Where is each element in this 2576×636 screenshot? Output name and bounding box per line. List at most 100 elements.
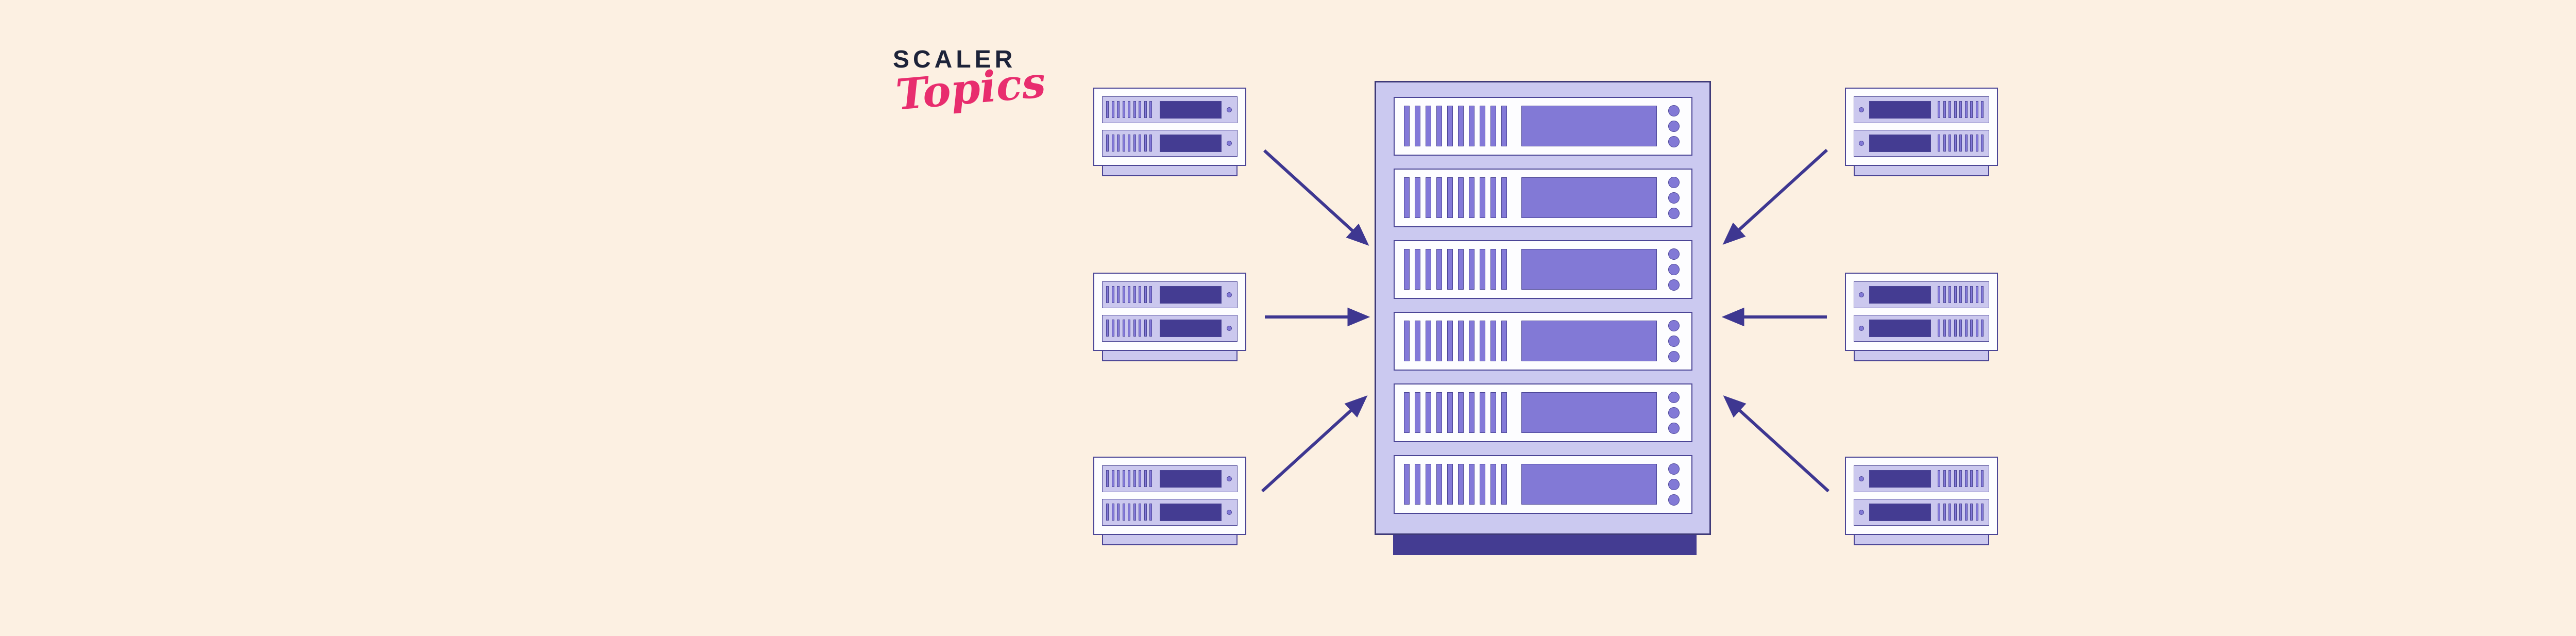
vent-stripe bbox=[1128, 286, 1130, 303]
led-indicator bbox=[1668, 351, 1680, 362]
vent-stripe bbox=[1490, 106, 1496, 146]
vent-stripe bbox=[1948, 286, 1951, 303]
vent-stripe bbox=[1490, 464, 1496, 505]
vent-stripe bbox=[1139, 135, 1141, 152]
vent-stripe bbox=[1447, 392, 1453, 433]
vent-stripes bbox=[1106, 504, 1152, 521]
vent-stripe bbox=[1501, 464, 1507, 505]
vent-stripe bbox=[1404, 321, 1410, 361]
display-panel bbox=[1869, 320, 1931, 337]
vent-stripe bbox=[1133, 135, 1136, 152]
vent-stripe bbox=[1426, 106, 1431, 146]
vent-stripe bbox=[1975, 101, 1978, 118]
vent-stripe bbox=[1404, 464, 1410, 505]
vent-stripe bbox=[1970, 286, 1973, 303]
vent-stripe bbox=[1111, 286, 1114, 303]
led-indicator bbox=[1227, 107, 1232, 112]
vent-stripe bbox=[1128, 101, 1130, 118]
vent-stripe bbox=[1149, 320, 1152, 337]
vent-stripe bbox=[1501, 249, 1507, 290]
led-column bbox=[1668, 177, 1680, 219]
vent-stripe bbox=[1128, 470, 1130, 487]
vent-stripe bbox=[1501, 321, 1507, 361]
vent-stripes bbox=[1404, 249, 1507, 290]
display-panel bbox=[1869, 286, 1931, 304]
unit-base bbox=[1102, 165, 1238, 176]
vent-stripe bbox=[1469, 106, 1475, 146]
led-column bbox=[1668, 248, 1680, 291]
vent-stripe bbox=[1436, 249, 1442, 290]
vent-stripe bbox=[1436, 464, 1442, 505]
vent-stripe bbox=[1964, 286, 1968, 303]
led-indicator bbox=[1859, 141, 1864, 146]
vent-stripe bbox=[1490, 249, 1496, 290]
rack-server-slat bbox=[1394, 240, 1692, 299]
led-indicator bbox=[1668, 248, 1680, 260]
unit-chassis bbox=[1845, 457, 1998, 535]
vent-stripe bbox=[1959, 286, 1962, 303]
vent-stripe bbox=[1415, 106, 1420, 146]
vent-stripe bbox=[1490, 392, 1496, 433]
vent-stripe bbox=[1139, 320, 1141, 337]
server-rack bbox=[1375, 81, 1711, 535]
vent-stripe bbox=[1970, 101, 1973, 118]
led-indicator bbox=[1668, 177, 1680, 188]
vent-stripe bbox=[1436, 321, 1442, 361]
vent-stripe bbox=[1133, 101, 1136, 118]
led-column bbox=[1668, 320, 1680, 362]
unit-chassis bbox=[1093, 88, 1246, 166]
vent-stripes bbox=[1938, 470, 1984, 487]
vent-stripe bbox=[1469, 177, 1475, 218]
vent-stripes bbox=[1938, 286, 1984, 303]
vent-stripe bbox=[1144, 101, 1147, 118]
vent-stripe bbox=[1948, 470, 1951, 487]
vent-stripe bbox=[1469, 321, 1475, 361]
led-indicator bbox=[1668, 336, 1680, 347]
vent-stripe bbox=[1139, 286, 1141, 303]
vent-stripe bbox=[1447, 321, 1453, 361]
vent-stripe bbox=[1111, 135, 1114, 152]
vent-stripe bbox=[1139, 470, 1141, 487]
vent-stripe bbox=[1959, 320, 1962, 337]
vent-stripe bbox=[1480, 177, 1485, 218]
led-column bbox=[1668, 105, 1680, 147]
scaler-topics-logo: SCALER Topics bbox=[893, 47, 1047, 121]
display-panel bbox=[1521, 464, 1657, 505]
server-slat bbox=[1102, 130, 1238, 157]
vent-stripes bbox=[1404, 464, 1507, 505]
vent-stripe bbox=[1458, 392, 1464, 433]
vent-stripe bbox=[1480, 392, 1485, 433]
vent-stripe bbox=[1404, 392, 1410, 433]
unit-base bbox=[1102, 534, 1238, 545]
display-panel bbox=[1160, 320, 1222, 337]
vent-stripe bbox=[1480, 321, 1485, 361]
rack-plinth bbox=[1393, 534, 1697, 555]
arrow-right-server-3-to-server-rack bbox=[1723, 395, 1830, 493]
vent-stripes bbox=[1404, 106, 1507, 146]
server-slat bbox=[1102, 96, 1238, 123]
vent-stripe bbox=[1128, 504, 1130, 521]
vent-stripe bbox=[1975, 286, 1978, 303]
vent-stripe bbox=[1964, 320, 1968, 337]
vent-stripe bbox=[1948, 101, 1951, 118]
vent-stripe bbox=[1117, 286, 1120, 303]
vent-stripe bbox=[1106, 320, 1109, 337]
vent-stripe bbox=[1959, 470, 1962, 487]
vent-stripe bbox=[1981, 135, 1984, 152]
led-indicator bbox=[1227, 510, 1232, 515]
display-panel bbox=[1521, 392, 1657, 433]
vent-stripe bbox=[1426, 321, 1431, 361]
vent-stripe bbox=[1117, 320, 1120, 337]
vent-stripe bbox=[1469, 249, 1475, 290]
vent-stripe bbox=[1948, 135, 1951, 152]
vent-stripe bbox=[1122, 504, 1125, 521]
vent-stripes bbox=[1404, 392, 1507, 433]
vent-stripe bbox=[1139, 504, 1141, 521]
vent-stripe bbox=[1959, 135, 1962, 152]
led-indicator bbox=[1668, 407, 1680, 419]
vent-stripes bbox=[1106, 286, 1152, 303]
vent-stripe bbox=[1970, 470, 1973, 487]
vent-stripe bbox=[1144, 286, 1147, 303]
unit-base bbox=[1854, 165, 1989, 176]
